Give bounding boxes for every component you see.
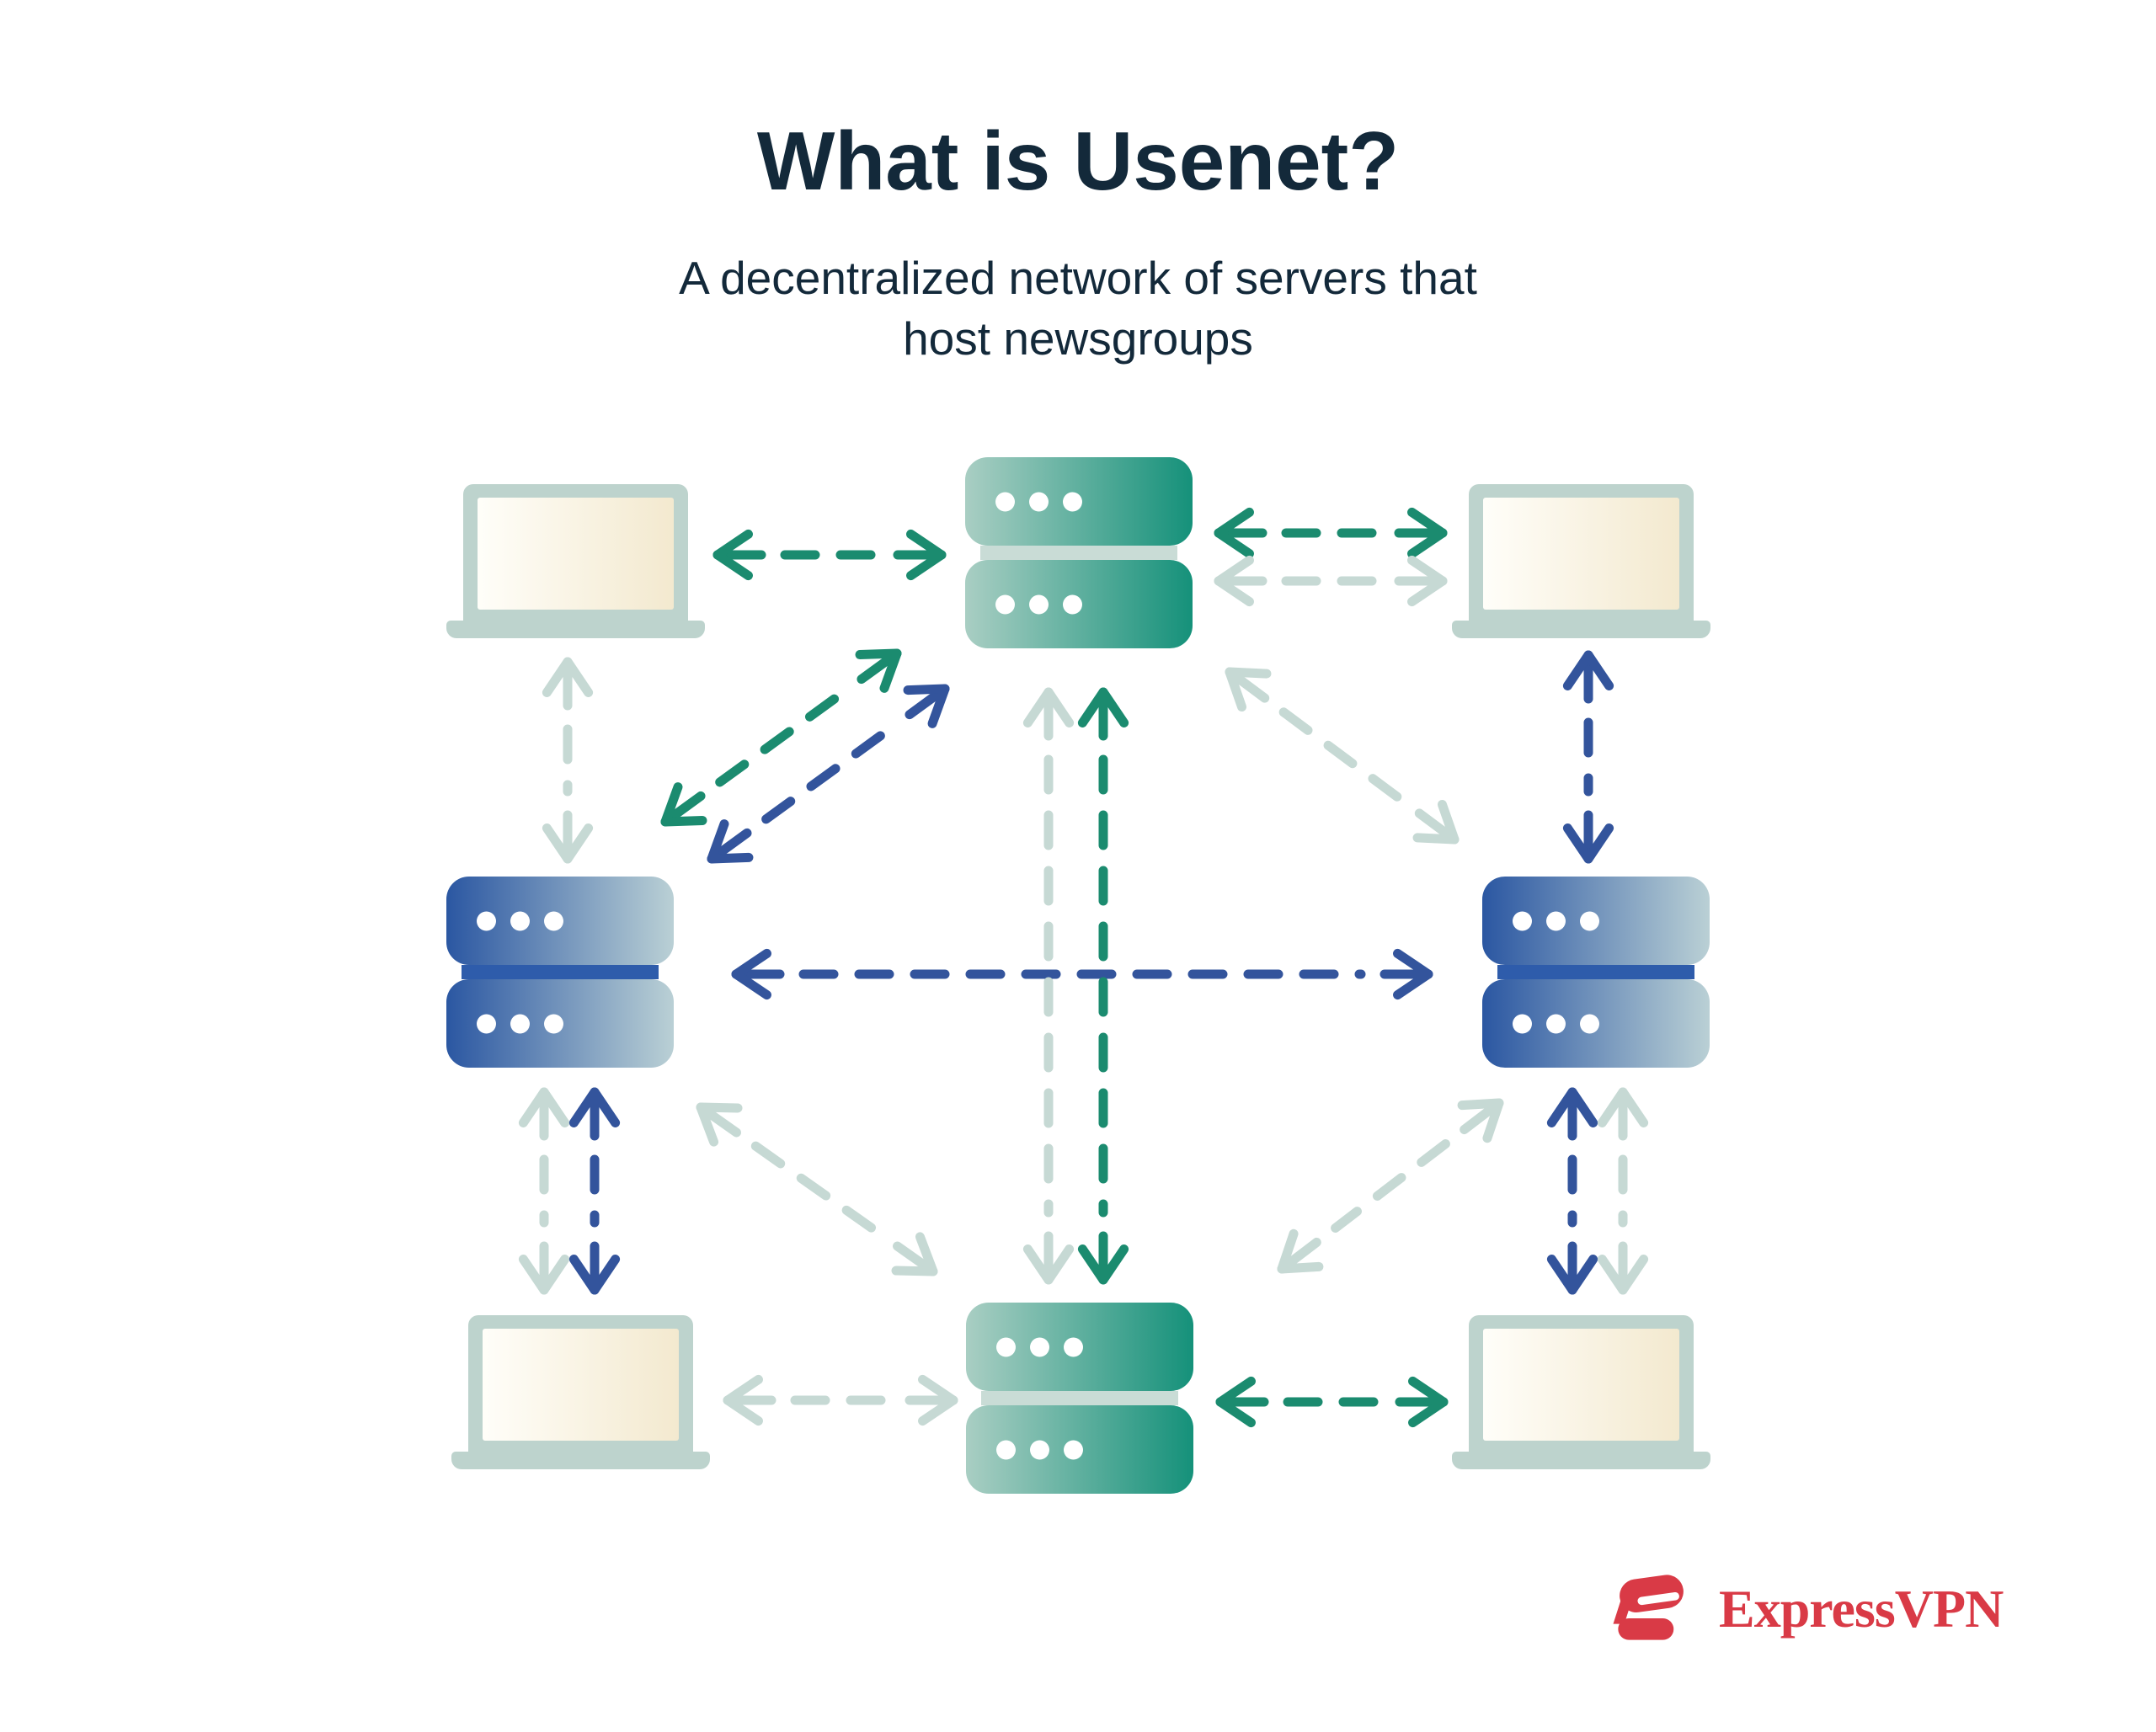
server-unit: [965, 560, 1193, 648]
arrow-laptop-top-left--server-top: [712, 529, 947, 581]
laptop-screen: [1483, 1329, 1679, 1441]
brand-logo: ExpressVPN: [1607, 1573, 2004, 1645]
server-right: [1482, 877, 1710, 1068]
subtitle-line-1: A decentralized network of servers that: [679, 252, 1477, 304]
arrow-server-left--server-right: [731, 948, 1433, 1000]
arrow-server-top--server-right: [1225, 667, 1460, 845]
arrow-server-top--laptop-top-right: [1214, 507, 1448, 559]
server-unit: [1482, 979, 1710, 1068]
server-divider: [1497, 965, 1694, 979]
laptop-base: [446, 621, 705, 638]
server-dots: [996, 1337, 1083, 1356]
arrow-laptop-bottom-left--server-bottom: [723, 1374, 958, 1426]
server-dot: [1064, 1337, 1083, 1356]
arrow-server-bottom--laptop-bottom-right: [1215, 1376, 1449, 1428]
server-dot: [1580, 1014, 1599, 1033]
server-dot: [1546, 1014, 1566, 1033]
laptop-frame: [1469, 1315, 1694, 1452]
arrow-laptop-top-left--server-left: [542, 657, 594, 864]
server-dot: [477, 911, 496, 930]
brand-name: ExpressVPN: [1719, 1579, 2004, 1639]
server-unit: [446, 877, 674, 965]
laptop-bottom-right: [1452, 1315, 1710, 1469]
page-title: What is Usenet?: [756, 115, 1400, 207]
server-dot: [1064, 1440, 1083, 1459]
laptop-frame: [468, 1315, 693, 1452]
server-dot: [1513, 911, 1532, 930]
laptop-top-right: [1452, 484, 1710, 638]
server-dot: [477, 1014, 496, 1033]
server-dots: [477, 911, 563, 930]
server-dots: [477, 1014, 563, 1033]
laptop-base: [451, 1452, 710, 1469]
server-unit: [446, 979, 674, 1068]
subtitle: A decentralized network of servers that h…: [0, 248, 2156, 369]
arrow-server-top--server-bottom: [1022, 687, 1075, 1285]
server-dot: [544, 911, 563, 930]
server-bottom: [966, 1303, 1193, 1494]
laptop-base: [1452, 621, 1710, 638]
subtitle-line-2: host newsgroups: [903, 312, 1253, 365]
laptop-frame: [463, 484, 688, 621]
arrow-server-left--server-top: [660, 648, 902, 827]
arrow-server-right--server-bottom: [1277, 1098, 1504, 1274]
server-unit: [966, 1303, 1193, 1391]
arrow-server-right--laptop-bottom-right: [1546, 1087, 1598, 1295]
server-dot: [996, 1440, 1016, 1459]
server-dot: [1546, 911, 1566, 930]
server-dots: [995, 594, 1082, 614]
server-dots: [995, 492, 1082, 511]
server-dot: [544, 1014, 563, 1033]
arrow-laptop-top-right--server-right: [1562, 650, 1614, 864]
arrow-server-top--laptop-top-right: [1214, 555, 1448, 607]
server-dot: [1063, 594, 1082, 614]
laptop-bottom-left: [451, 1315, 710, 1469]
laptop-screen: [478, 498, 674, 610]
server-dot: [1063, 492, 1082, 511]
server-dots: [1513, 911, 1599, 930]
laptop-top-left: [446, 484, 705, 638]
arrow-server-top--server-bottom: [1077, 687, 1129, 1285]
server-dot: [995, 492, 1015, 511]
server-dot: [1513, 1014, 1532, 1033]
laptop-screen: [1483, 498, 1679, 610]
server-left: [446, 877, 674, 1068]
arrow-server-right--laptop-bottom-right: [1597, 1087, 1649, 1295]
arrow-server-left--laptop-bottom-left: [518, 1087, 570, 1295]
server-dot: [1029, 594, 1049, 614]
laptop-frame: [1469, 484, 1694, 621]
arrow-server-left--server-bottom: [696, 1102, 938, 1276]
server-unit: [1482, 877, 1710, 965]
server-divider: [980, 546, 1177, 560]
server-dot: [1030, 1440, 1049, 1459]
server-dot: [510, 1014, 530, 1033]
laptop-base: [1452, 1452, 1710, 1469]
server-dot: [1030, 1337, 1049, 1356]
server-divider: [462, 965, 659, 979]
server-divider: [981, 1391, 1178, 1405]
server-dot: [1580, 911, 1599, 930]
expressvpn-icon: [1613, 1575, 1684, 1640]
arrow-server-left--server-top: [707, 684, 950, 864]
server-dot: [996, 1337, 1016, 1356]
server-dot: [995, 594, 1015, 614]
server-top: [965, 457, 1193, 648]
server-dot: [510, 911, 530, 930]
laptop-screen: [483, 1329, 679, 1441]
server-dots: [1513, 1014, 1599, 1033]
server-dot: [1029, 492, 1049, 511]
arrow-server-left--laptop-bottom-left: [568, 1087, 621, 1295]
server-dots: [996, 1440, 1083, 1459]
server-unit: [965, 457, 1193, 546]
server-unit: [966, 1405, 1193, 1494]
